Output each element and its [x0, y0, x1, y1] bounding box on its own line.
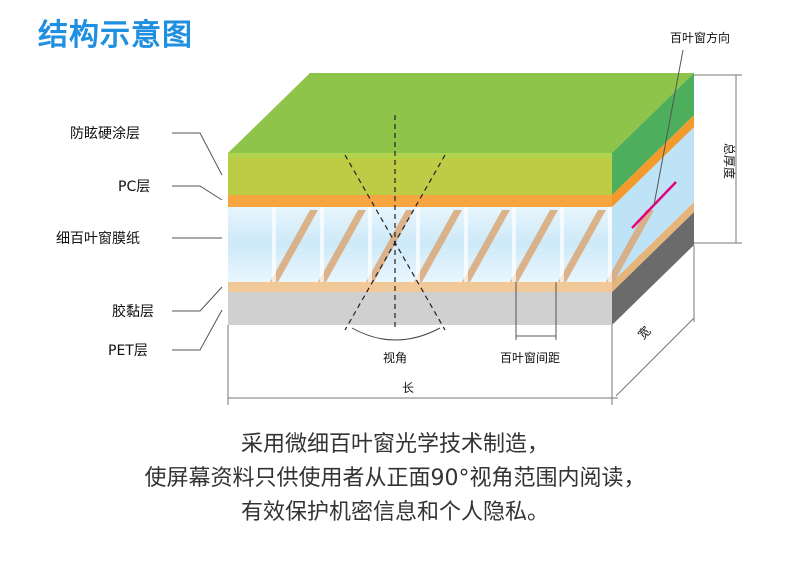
louver-slit — [272, 207, 276, 282]
leader-pc — [172, 185, 223, 201]
louver-direction-leader — [653, 49, 684, 206]
adhesive-layer-front — [228, 282, 612, 292]
viewing-angle-label: 视角 — [383, 350, 407, 365]
louver-blade — [462, 210, 510, 282]
layer-label-louver-film: 细百叶窗膜纸 — [56, 230, 140, 247]
adhesive-layer-side — [612, 202, 694, 292]
louver-slit — [416, 207, 420, 282]
louver-blade — [318, 210, 366, 282]
pc-layer-side — [612, 115, 694, 207]
hard-coat-side — [612, 73, 694, 195]
louver-blade — [270, 210, 318, 282]
louver-blade — [510, 210, 558, 282]
louver-slit — [368, 207, 372, 282]
layer-label-pc: PC层 — [118, 179, 150, 195]
louver-spacing-label: 百叶窗间距 — [500, 351, 560, 365]
view-angle-arc — [351, 327, 441, 341]
louver-blade — [414, 210, 462, 282]
leader-adhesive — [172, 286, 223, 312]
louver-slit — [320, 207, 324, 282]
louver-blade — [366, 210, 414, 282]
pet-layer-front — [228, 292, 612, 325]
pc-layer-front — [228, 195, 612, 207]
louver-slit — [512, 207, 516, 282]
louver-slit — [608, 207, 612, 282]
width-label: 宽 — [635, 323, 654, 342]
structure-diagram: 百叶窗方向 总厚度 百叶窗间距 视角 长 宽 防眩硬涂层 PC层 细百叶窗膜纸 … — [56, 30, 742, 405]
length-label: 长 — [402, 381, 414, 395]
louver-direction-label: 百叶窗方向 — [670, 30, 730, 45]
layer-label-pet: PET层 — [108, 343, 148, 359]
louver-blade — [558, 210, 606, 282]
caption-line-3: 有效保护机密信息和个人隐私。 — [240, 500, 549, 525]
layer-label-adhesive: 胶黏层 — [112, 303, 154, 320]
caption-line-1: 采用微细百叶窗光学技术制造， — [240, 432, 549, 457]
louver-slit — [560, 207, 564, 282]
width-dim-line — [615, 317, 695, 397]
caption: 采用微细百叶窗光学技术制造， 使屏幕资料只供使用者从正面90°视角范围内阅读， … — [0, 428, 790, 530]
page-title: 结构示意图 — [38, 18, 193, 53]
louver-slit — [464, 207, 468, 282]
total-thickness-label: 总厚度 — [722, 143, 737, 179]
caption-line-2: 使屏幕资料只供使用者从正面90°视角范围内阅读， — [144, 466, 646, 491]
hard-coat-tint — [228, 158, 612, 195]
hard-coat-top — [228, 73, 694, 153]
leader-pet — [172, 309, 223, 351]
layer-label-anti-glare: 防眩硬涂层 — [70, 126, 140, 142]
louver-blades — [270, 207, 654, 282]
louver-blade — [606, 210, 654, 282]
leader-anti-glare — [172, 132, 223, 176]
pet-layer-side — [612, 212, 694, 325]
hard-coat-front — [228, 153, 612, 195]
